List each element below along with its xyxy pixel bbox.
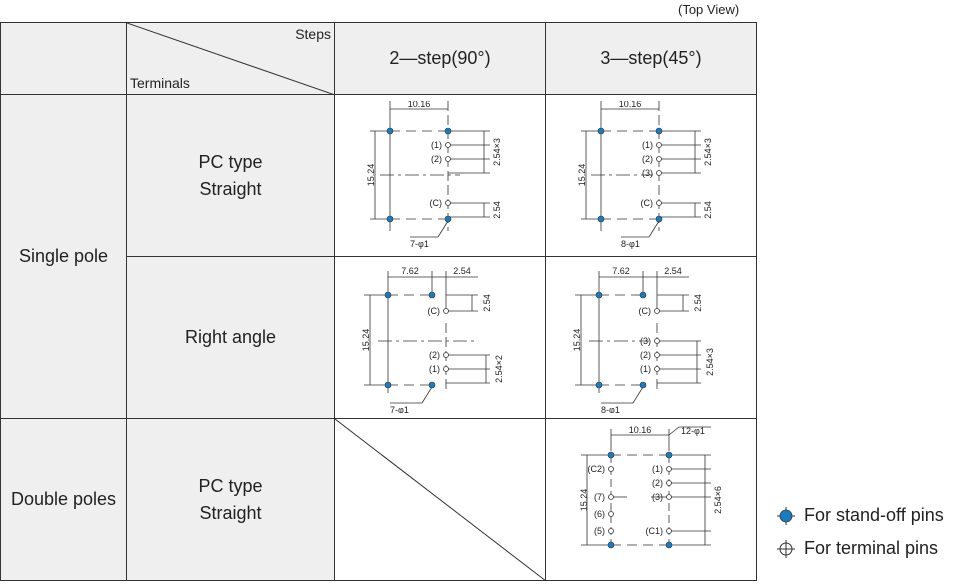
- empty-corner-cell: [0, 22, 127, 95]
- col-2-step: 2—step(90°): [334, 22, 546, 95]
- dim-2-54-side: 2.54: [482, 294, 492, 312]
- pin-7-label: (7): [594, 492, 605, 502]
- pin-3-label: (3): [640, 336, 651, 346]
- terminal-arrangement-table: Steps Terminals 2—step(90°) 3—step(45°) …: [0, 22, 757, 581]
- top-view-note: (Top View): [678, 2, 740, 17]
- diagonal-line: [335, 419, 545, 580]
- pinout-diagram-single-3step-ra: 7.62 2.54 15.24 (C) (3) (2) (1) 2.54 2.5…: [572, 266, 715, 413]
- dim-2-54-side: 2.54: [693, 294, 703, 312]
- pin-c-label: (C): [641, 198, 654, 208]
- pin-c2-label: (C2): [588, 464, 606, 474]
- pin-c1-label: (C1): [646, 526, 664, 536]
- pin-count-label: 7-φ1: [390, 405, 409, 413]
- straight-label: Straight: [199, 178, 262, 199]
- standoff-pin-icon: [777, 506, 795, 525]
- pin-2-label: (2): [642, 154, 653, 164]
- dim-15-24: 15.24: [579, 488, 589, 511]
- pinout-diagram-single-2step-ra: 7.62 2.54 15.24 (C) (2) (1) 2.54 2.54×2 …: [361, 266, 504, 413]
- pinout-diagram-single-2step-pc: 10.16 15.24 (1) (2) (C) 2.54×3 2.54 7-φ1: [366, 100, 502, 249]
- diagram-cell-single-2step-pc: 10.16 15.24 (1) (2) (C) 2.54×3 2.54 7-φ1: [334, 94, 546, 257]
- pin-1-label: (1): [652, 464, 663, 474]
- dim-2-54x2: 2.54×2: [494, 355, 504, 383]
- dim-2-54-top: 2.54: [453, 266, 471, 276]
- pin-3-label: (3): [642, 168, 653, 178]
- pin-count-label: 7-φ1: [410, 239, 429, 249]
- dim-2-54: 2.54: [492, 201, 502, 219]
- pin-2-label: (2): [429, 350, 440, 360]
- pc-type-label: PC type: [198, 475, 263, 496]
- pin-1-label: (1): [640, 364, 651, 374]
- legend-terminal: For terminal pins: [776, 538, 938, 559]
- dim-15-24: 15.24: [366, 163, 376, 186]
- pin-count-label: 8-φ1: [621, 239, 640, 249]
- pin-count-label: 12-φ1: [681, 426, 705, 436]
- diagonal-line: [127, 23, 333, 94]
- steps-label: Steps: [295, 26, 331, 42]
- dim-15-24: 15.24: [361, 328, 371, 351]
- dim-15-24: 15.24: [577, 163, 587, 186]
- pc-type-label: PC type: [198, 151, 263, 172]
- pin-2-label: (2): [640, 350, 651, 360]
- row-double-poles: Double poles: [0, 418, 127, 581]
- dim-2-54x3: 2.54×3: [703, 138, 713, 166]
- terminal-pin-icon: [777, 539, 795, 558]
- dim-7-62: 7.62: [401, 266, 419, 276]
- dim-2-54x3: 2.54×3: [705, 348, 715, 376]
- pinout-diagram-single-3step-pc: 10.16 15.24 (1) (2) (3) (C) 2.54×3 2.54 …: [577, 100, 713, 249]
- dim-10-16: 10.16: [408, 101, 431, 109]
- diagram-cell-double-3step-pc: 10.16 12-φ1 15.24 (C2) (7) (6) (5) (1) (…: [545, 418, 757, 581]
- dim-2-54: 2.54: [703, 201, 713, 219]
- row-pc-type-straight-double: PC type Straight: [126, 418, 335, 581]
- pin-c-label: (C): [430, 198, 443, 208]
- pin-1-label: (1): [642, 140, 653, 150]
- pin-2-label: (2): [652, 478, 663, 488]
- dim-2-54x3: 2.54×3: [492, 138, 502, 166]
- pin-3-label: (3): [652, 492, 663, 502]
- header-diagonal-cell: Steps Terminals: [126, 22, 335, 95]
- not-available-cell: [334, 418, 546, 581]
- row-right-angle: Right angle: [126, 256, 335, 419]
- pin-1-label: (1): [431, 140, 442, 150]
- diagram-cell-single-2step-ra: 7.62 2.54 15.24 (C) (2) (1) 2.54 2.54×2 …: [334, 256, 546, 419]
- legend-standoff: For stand-off pins: [776, 505, 944, 526]
- col-3-step: 3—step(45°): [545, 22, 757, 95]
- dim-7-62: 7.62: [612, 266, 630, 276]
- diagram-cell-single-3step-ra: 7.62 2.54 15.24 (C) (3) (2) (1) 2.54 2.5…: [545, 256, 757, 419]
- dim-2-54x6: 2.54×6: [713, 486, 723, 514]
- pin-1-label: (1): [429, 364, 440, 374]
- diagram-cell-single-3step-pc: 10.16 15.24 (1) (2) (3) (C) 2.54×3 2.54 …: [545, 94, 757, 257]
- pin-5-label: (5): [594, 526, 605, 536]
- pin-c-label: (C): [428, 306, 441, 316]
- row-single-pole: Single pole: [0, 94, 127, 419]
- dim-15-24: 15.24: [572, 328, 582, 351]
- dim-10-16: 10.16: [629, 425, 652, 435]
- terminals-label: Terminals: [130, 75, 190, 91]
- pin-count-label: 8-φ1: [601, 405, 620, 413]
- pin-2-label: (2): [431, 154, 442, 164]
- legend-terminal-label: For terminal pins: [804, 538, 939, 558]
- pin-6-label: (6): [594, 509, 605, 519]
- row-pc-type-straight: PC type Straight: [126, 94, 335, 257]
- pinout-diagram-double-3step-pc: 10.16 12-φ1 15.24 (C2) (7) (6) (5) (1) (…: [579, 425, 723, 548]
- legend-standoff-label: For stand-off pins: [804, 505, 944, 525]
- straight-label: Straight: [199, 502, 262, 523]
- dim-2-54-top: 2.54: [664, 266, 682, 276]
- dim-10-16: 10.16: [619, 101, 642, 109]
- pin-c-label: (C): [639, 306, 652, 316]
